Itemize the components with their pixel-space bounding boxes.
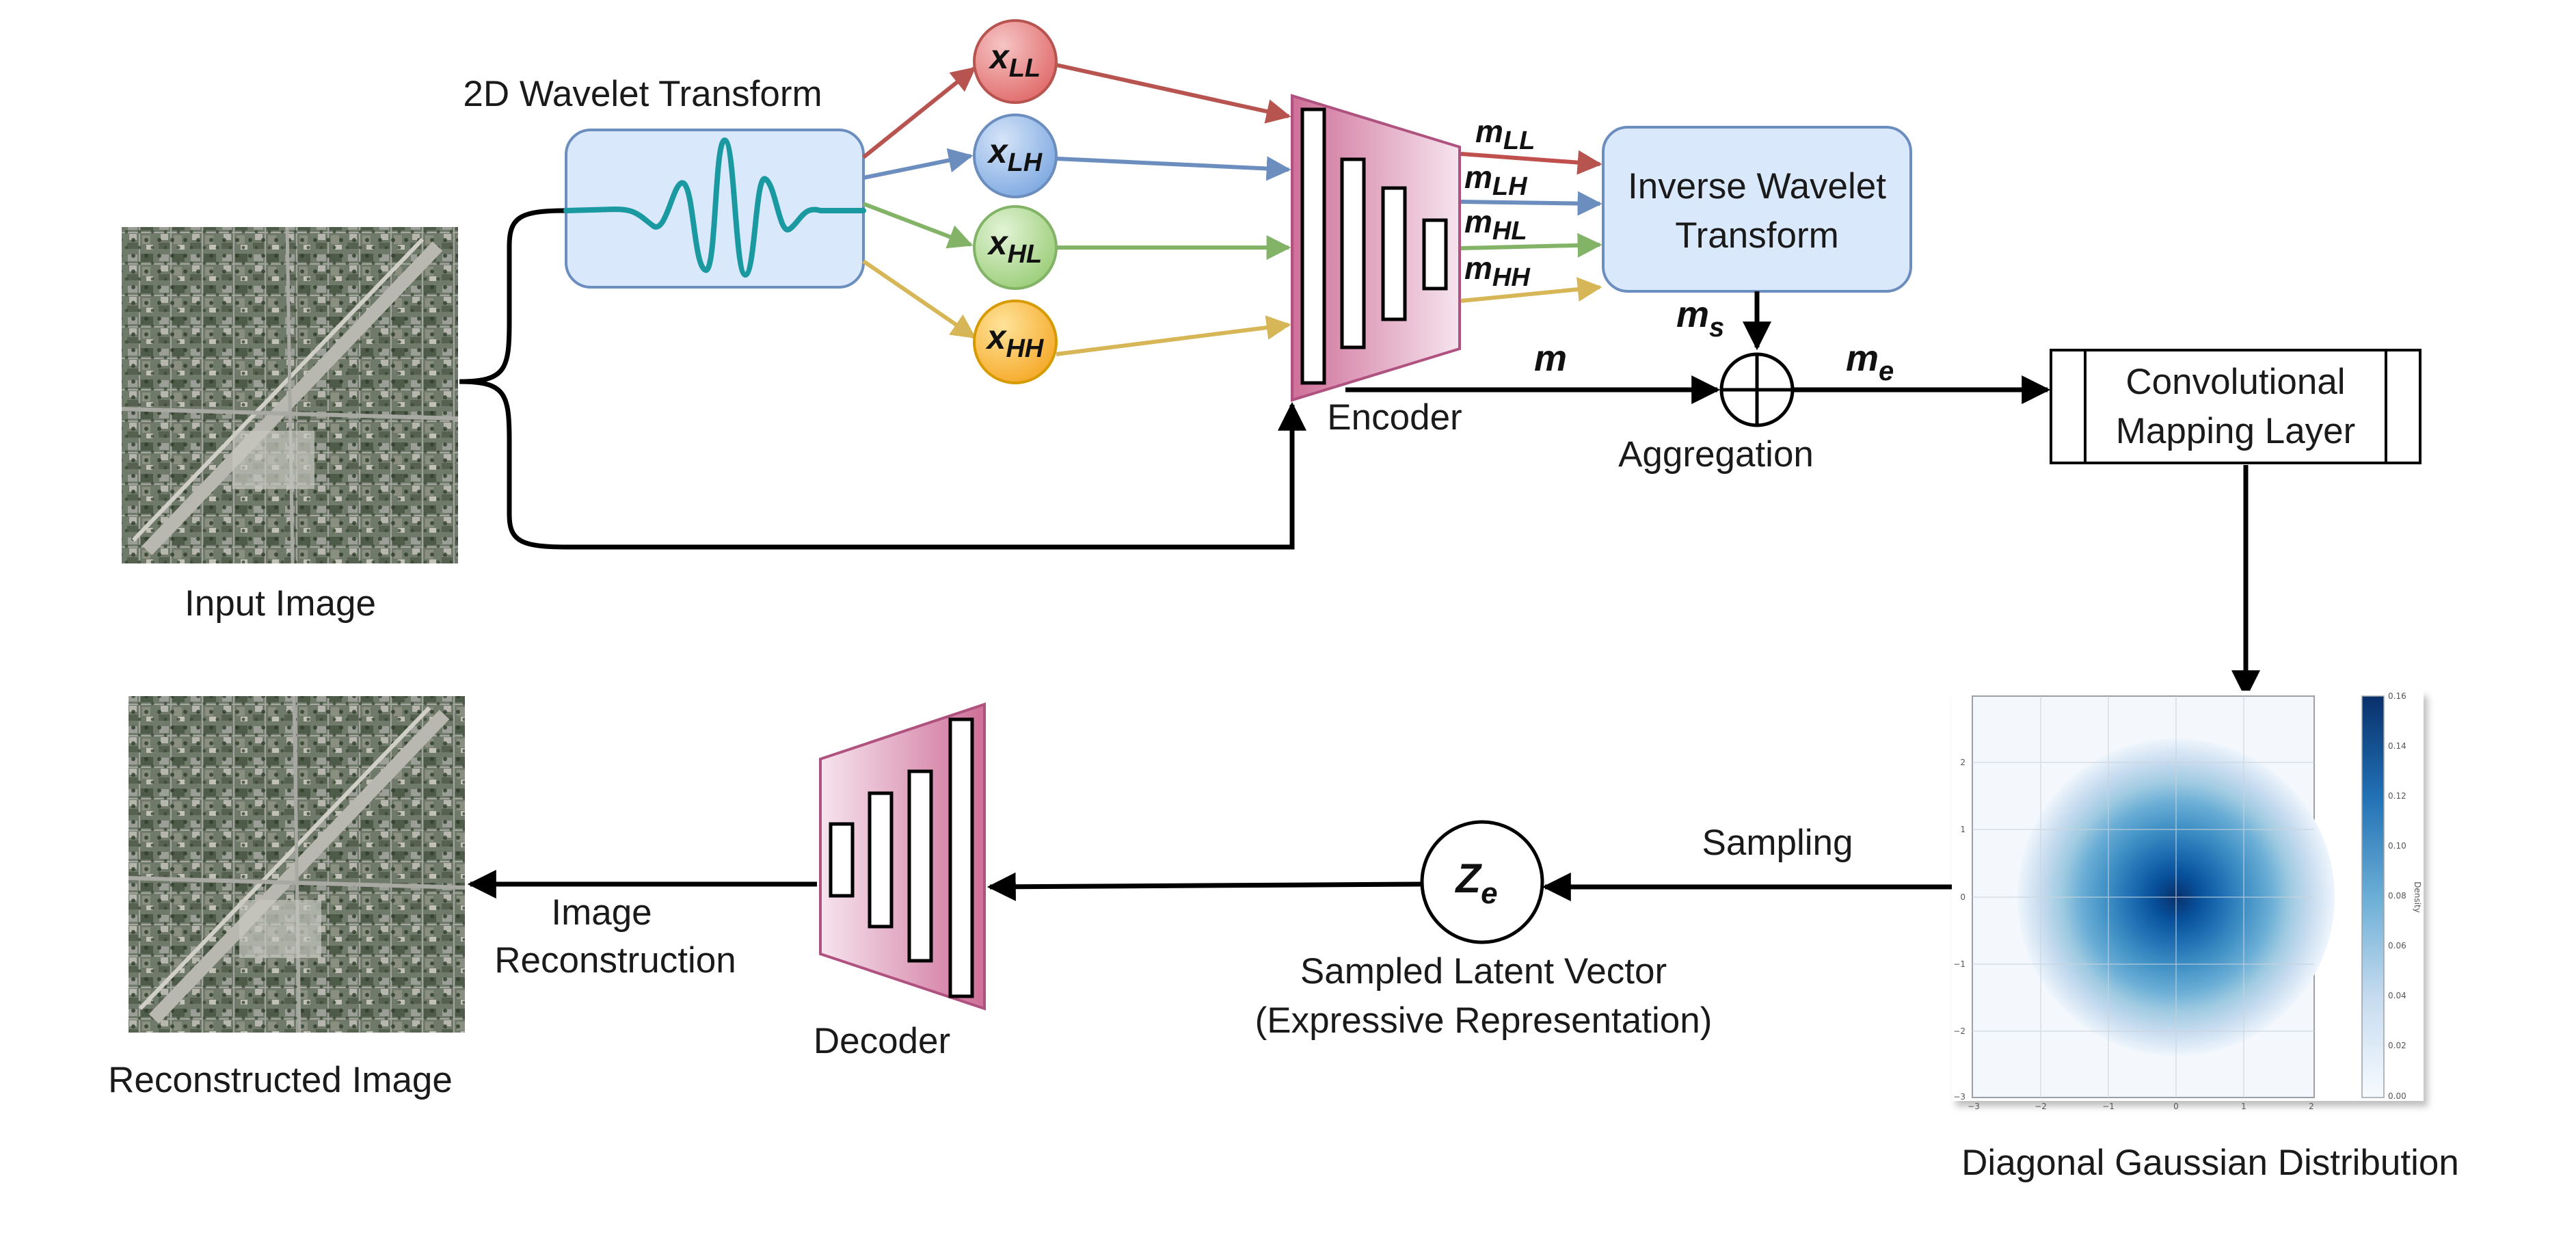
sampled-label-2: (Expressive Representation) (1255, 1000, 1713, 1041)
conv-label-1: Convolutional (2125, 362, 2345, 402)
sampling-label: Sampling (1702, 823, 1853, 863)
cbar-tick-008: 0.08 (2388, 891, 2406, 901)
arrow-mhl (1460, 232, 1602, 258)
aggregation-node (1719, 352, 1795, 427)
y-tick-m1: −1 (1953, 959, 1965, 969)
y-tick-m2: −2 (1953, 1026, 1965, 1036)
label-me: me (1846, 338, 1894, 386)
image-recon-label-1: Image (551, 892, 652, 933)
subband-xhl: xHL (973, 205, 1058, 290)
wavelet-transform-label: 2D Wavelet Transform (463, 74, 822, 114)
reconstructed-image-label: Reconstructed Image (108, 1060, 453, 1100)
arrow-mlh (1460, 191, 1602, 216)
svg-text:xLL: xLL (988, 38, 1041, 83)
aggregation-label: Aggregation (1618, 434, 1814, 475)
label-ms: ms (1676, 294, 1724, 343)
decoder (819, 702, 986, 1011)
inverse-wavelet-label-1: Inverse Wavelet (1628, 166, 1886, 207)
encoder-label: Encoder (1327, 397, 1462, 438)
label-mhh: mHH (1464, 250, 1531, 292)
colorbar-ticks: 0.16 0.14 0.12 0.10 0.08 0.06 0.04 0.02 … (2388, 691, 2406, 1101)
x-tick-m2: −2 (2035, 1102, 2047, 1111)
wavelet-curve (563, 137, 866, 278)
gaussian-x-ticks: −3 −2 −1 0 1 2 (1968, 1102, 2314, 1111)
arrow-latent-to-decoder (987, 872, 1423, 901)
brace-to-wavelet (459, 208, 567, 384)
colorbar-label: Density (2413, 881, 2422, 913)
conv-label-2: Mapping Layer (2116, 411, 2356, 451)
arrow-to-xhl (862, 202, 974, 249)
arrow-xlh-to-encoder (1056, 156, 1291, 181)
conv-mapping-layer (2050, 349, 2421, 464)
cbar-tick-014: 0.14 (2388, 741, 2406, 751)
svg-text:Ze: Ze (1454, 855, 1497, 910)
x-tick-1: 1 (2241, 1102, 2246, 1111)
gaussian-y-ticks: 2 1 0 −1 −2 −3 (1953, 758, 1965, 1102)
arrow-input-to-encoder (459, 379, 1306, 550)
label-mlh: mLH (1464, 159, 1528, 201)
y-tick-0: 0 (1960, 892, 1965, 902)
x-tick-m3: −3 (1968, 1102, 1980, 1111)
inverse-wavelet-box (1602, 126, 1912, 293)
sampled-label-1: Sampled Latent Vector (1300, 951, 1667, 992)
svg-text:xHL: xHL (987, 224, 1042, 269)
gaussian-label: Diagonal Gaussian Distribution (1961, 1143, 2459, 1183)
subband-xll: xLL (973, 19, 1058, 104)
encoder (1291, 94, 1461, 402)
x-tick-0: 0 (2173, 1102, 2179, 1111)
decoder-label: Decoder (814, 1021, 950, 1061)
y-tick-2: 2 (1960, 758, 1965, 767)
arrow-xhh-to-encoder (1056, 315, 1291, 356)
y-tick-1: 1 (1960, 825, 1965, 834)
label-m: m (1534, 338, 1567, 379)
svg-text:xLH: xLH (987, 132, 1043, 177)
arrow-to-xhh (862, 259, 976, 339)
subband-xhh: xHH (973, 300, 1058, 384)
input-image (121, 226, 459, 564)
cbar-tick-016: 0.16 (2388, 691, 2406, 701)
svg-text:xHH: xHH (985, 318, 1045, 363)
arrow-mhh (1460, 277, 1602, 303)
label-mll: mLL (1475, 114, 1535, 155)
cbar-tick-002: 0.02 (2388, 1041, 2406, 1050)
label-mhl: mHL (1464, 204, 1527, 245)
cbar-tick-010: 0.10 (2388, 841, 2406, 851)
cbar-tick-006: 0.06 (2388, 941, 2406, 950)
arrow-mll (1460, 150, 1602, 175)
cbar-tick-004: 0.04 (2388, 991, 2406, 1000)
cbar-tick-000: 0.00 (2388, 1091, 2406, 1101)
cbar-tick-012: 0.12 (2388, 791, 2406, 801)
input-image-label: Input Image (185, 583, 376, 624)
inverse-wavelet-label-2: Transform (1675, 215, 1839, 256)
reconstructed-image (128, 695, 466, 1033)
gaussian-colorbar (2361, 695, 2385, 1098)
subband-xlh: xLH (973, 114, 1058, 198)
latent-vector-node: Ze (1420, 820, 1544, 944)
arrow-xll-to-encoder (1056, 63, 1291, 124)
image-recon-label-2: Reconstruction (494, 940, 736, 981)
x-tick-2: 2 (2309, 1102, 2314, 1111)
gaussian-density-panel (1972, 695, 2335, 1098)
y-tick-m3: −3 (1953, 1092, 1965, 1102)
x-tick-m1: −1 (2102, 1102, 2115, 1111)
arrow-to-xlh (863, 148, 974, 180)
arrow-to-xll (862, 66, 976, 159)
